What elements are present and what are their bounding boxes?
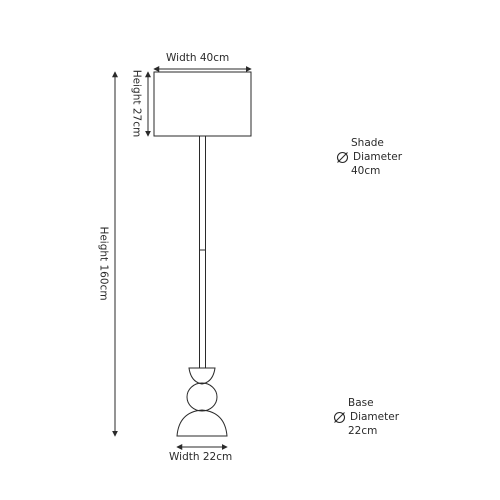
total-height-label: Height 160cm (97, 226, 110, 301)
base-note-value: 22cm (348, 425, 378, 437)
base-note-title: Base (348, 397, 374, 409)
shade-note-label: Diameter (353, 151, 403, 163)
diameter-icon (333, 411, 346, 423)
lamp-stem (199, 135, 206, 369)
shade-height-label: Height 27cm (130, 69, 143, 138)
lamp-shade (153, 71, 252, 137)
base-dome (176, 409, 228, 437)
base-diameter-note: Base Diameter 22cm (333, 396, 399, 438)
base-note-label: Diameter (350, 411, 400, 423)
diameter-icon (336, 151, 349, 163)
shade-diameter-note: Shade Diameter 40cm (336, 136, 402, 178)
shade-note-title: Shade (351, 137, 384, 149)
base-top-cup (188, 367, 216, 385)
shade-width-label: Width 40cm (166, 52, 230, 64)
shade-note-value: 40cm (351, 165, 381, 177)
base-middle-ball (186, 382, 218, 412)
base-width-label: Width 22cm (169, 451, 233, 463)
